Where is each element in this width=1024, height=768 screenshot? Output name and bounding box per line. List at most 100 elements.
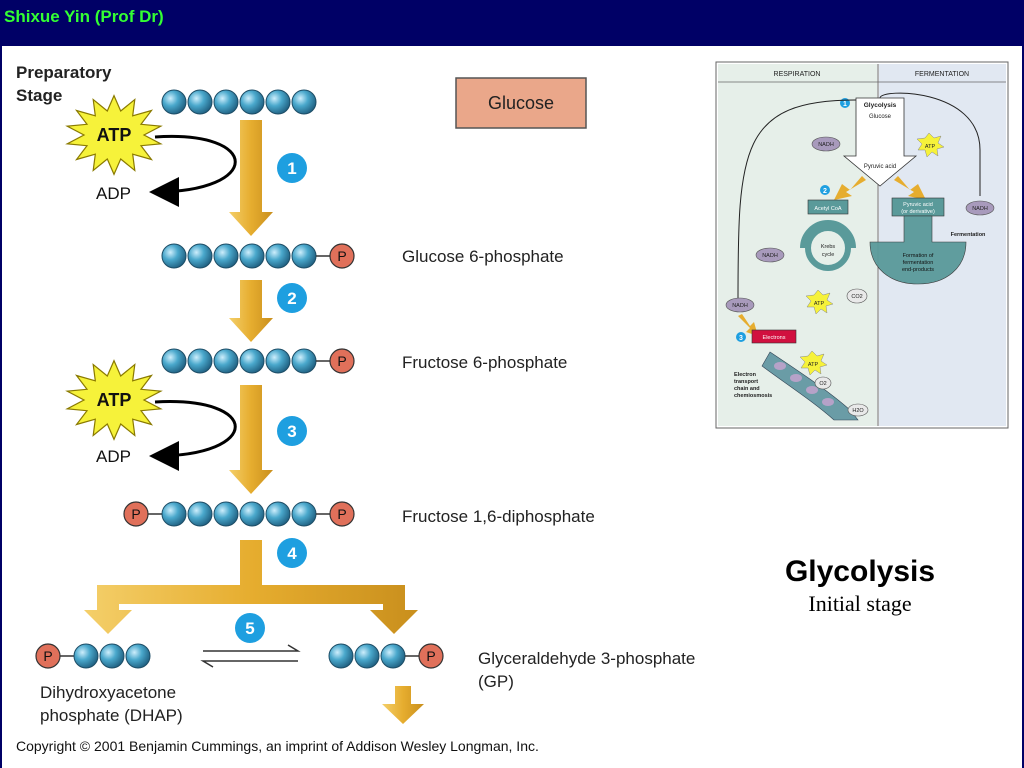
overview-etc-4: chemiosmosis bbox=[734, 393, 772, 399]
glucose-carbon-4 bbox=[239, 89, 265, 115]
f16dp-carbon-4 bbox=[239, 501, 265, 527]
f16dp-carbon-3 bbox=[213, 501, 239, 527]
g6p-carbon-6 bbox=[291, 243, 317, 269]
svg-text:P: P bbox=[337, 248, 346, 264]
slide-title-block: Glycolysis Initial stage bbox=[740, 555, 980, 617]
dhap-carbon-3 bbox=[125, 643, 151, 669]
overview-h2o: H2O bbox=[852, 408, 864, 414]
stage-label-line1: Preparatory bbox=[16, 63, 112, 82]
author-label: Shixue Yin (Prof Dr) bbox=[4, 7, 164, 26]
arrow-step-2 bbox=[229, 280, 273, 342]
atp-label-1: ATP bbox=[97, 125, 132, 145]
g6p-carbon-4 bbox=[239, 243, 265, 269]
f6p-carbon-3 bbox=[213, 348, 239, 374]
overview-nadh-4: NADH bbox=[972, 206, 988, 212]
overview-products-3: end-products bbox=[902, 267, 934, 273]
glucose-carbon-2 bbox=[187, 89, 213, 115]
step-badge-5: 5 bbox=[235, 613, 265, 643]
f16dp-carbon-2 bbox=[187, 501, 213, 527]
f6p-carbon-2 bbox=[187, 348, 213, 374]
g6p-carbon-1 bbox=[161, 243, 187, 269]
f6p-carbon-1 bbox=[161, 348, 187, 374]
f6p-carbon-6 bbox=[291, 348, 317, 374]
overview-atp-1: ATP bbox=[925, 144, 936, 150]
svg-text:3: 3 bbox=[287, 422, 296, 441]
overview-o2: O2 bbox=[819, 381, 826, 387]
g6p-carbon-2 bbox=[187, 243, 213, 269]
stage-label-line2: Stage bbox=[16, 86, 62, 105]
equilibrium-arrows bbox=[200, 644, 301, 668]
dhap-carbon-2 bbox=[99, 643, 125, 669]
atp-to-adp-arrow-1 bbox=[149, 134, 237, 207]
gp-carbon-1 bbox=[328, 643, 354, 669]
f16dp-phosphate-left: P bbox=[123, 501, 149, 527]
overview-krebs-1: Krebs bbox=[821, 244, 836, 250]
g6p-phosphate-right: P bbox=[329, 243, 355, 269]
svg-text:P: P bbox=[43, 648, 52, 664]
overview-atp-3: ATP bbox=[808, 362, 819, 368]
overview-pyruvic-deriv-2: (or derivative) bbox=[901, 209, 935, 215]
overview-step-2: 2 bbox=[823, 188, 827, 195]
overview-electrons: Electrons bbox=[763, 335, 786, 341]
step-badge-3: 3 bbox=[277, 416, 307, 446]
reaction-arrows bbox=[84, 120, 424, 724]
svg-text:P: P bbox=[337, 506, 346, 522]
overview-glycolysis: Glycolysis bbox=[864, 102, 897, 109]
overview-etc-1: Electron bbox=[734, 372, 757, 378]
f16dp-phosphate-right: P bbox=[329, 501, 355, 527]
svg-text:P: P bbox=[131, 506, 140, 522]
svg-text:1: 1 bbox=[287, 159, 296, 178]
dhap-phosphate-left: P bbox=[35, 643, 61, 669]
label-dhap-line2: phosphate (DHAP) bbox=[40, 706, 183, 725]
glucose-box-label: Glucose bbox=[488, 93, 554, 113]
overview-nadh-1: NADH bbox=[818, 142, 834, 148]
f6p-phosphate-right: P bbox=[329, 348, 355, 374]
arrow-step-4-split bbox=[84, 540, 418, 634]
svg-text:P: P bbox=[337, 353, 346, 369]
label-fructose-6-phosphate: Fructose 6-phosphate bbox=[402, 353, 567, 372]
svg-text:4: 4 bbox=[287, 544, 297, 563]
gp-carbon-3 bbox=[380, 643, 406, 669]
glucose-carbon-6 bbox=[291, 89, 317, 115]
arrow-step-1 bbox=[229, 120, 273, 236]
overview-products-1: Formation of bbox=[903, 253, 934, 259]
atp-burst-2: ATP bbox=[65, 359, 163, 441]
overview-fermentation-label: Fermentation bbox=[951, 232, 986, 238]
adp-label-1: ADP bbox=[96, 184, 131, 203]
f16dp-carbon-1 bbox=[161, 501, 187, 527]
overview-co2: CO2 bbox=[851, 294, 862, 300]
overview-atp-2: ATP bbox=[814, 301, 825, 307]
glucose-carbon-5 bbox=[265, 89, 291, 115]
overview-acetyl-coa: Acetyl CoA bbox=[814, 206, 842, 212]
overview-header-fermentation: FERMENTATION bbox=[915, 71, 969, 78]
step-badge-2: 2 bbox=[277, 283, 307, 313]
overview-etc-2: transport bbox=[734, 379, 758, 385]
step-badge-4: 4 bbox=[277, 538, 307, 568]
respiration-fermentation-overview: RESPIRATION FERMENTATION Glycolysis Gluc… bbox=[715, 61, 1009, 429]
overview-krebs-2: cycle bbox=[822, 252, 835, 258]
copyright-text: Copyright © 2001 Benjamin Cummings, an i… bbox=[16, 738, 539, 754]
gp-carbon-2 bbox=[354, 643, 380, 669]
glucose-carbon-1 bbox=[161, 89, 187, 115]
label-dhap-line1: Dihydroxyacetone bbox=[40, 683, 176, 702]
overview-nadh-2: NADH bbox=[762, 253, 778, 259]
molecule-chains: P P P P P P bbox=[35, 89, 444, 669]
slide-header: Shixue Yin (Prof Dr) bbox=[0, 0, 1024, 46]
overview-step-3: 3 bbox=[739, 335, 743, 342]
arrow-step-3 bbox=[229, 385, 273, 494]
f6p-carbon-5 bbox=[265, 348, 291, 374]
atp-burst-1: ATP bbox=[65, 94, 163, 176]
gp-phosphate-right: P bbox=[418, 643, 444, 669]
dhap-carbon-1 bbox=[73, 643, 99, 669]
atp-to-adp-arrow-2 bbox=[149, 400, 237, 471]
overview-glucose: Glucose bbox=[869, 114, 892, 120]
overview-header-respiration: RESPIRATION bbox=[774, 71, 821, 78]
glucose-box bbox=[455, 77, 587, 129]
label-fructose-1-6-diphosphate: Fructose 1,6-diphosphate bbox=[402, 507, 595, 526]
g6p-carbon-5 bbox=[265, 243, 291, 269]
glucose-carbon-3 bbox=[213, 89, 239, 115]
overview-etc-3: chain and bbox=[734, 386, 760, 392]
overview-pyruvic-acid: Pyruvic acid bbox=[864, 164, 896, 170]
f16dp-carbon-6 bbox=[291, 501, 317, 527]
